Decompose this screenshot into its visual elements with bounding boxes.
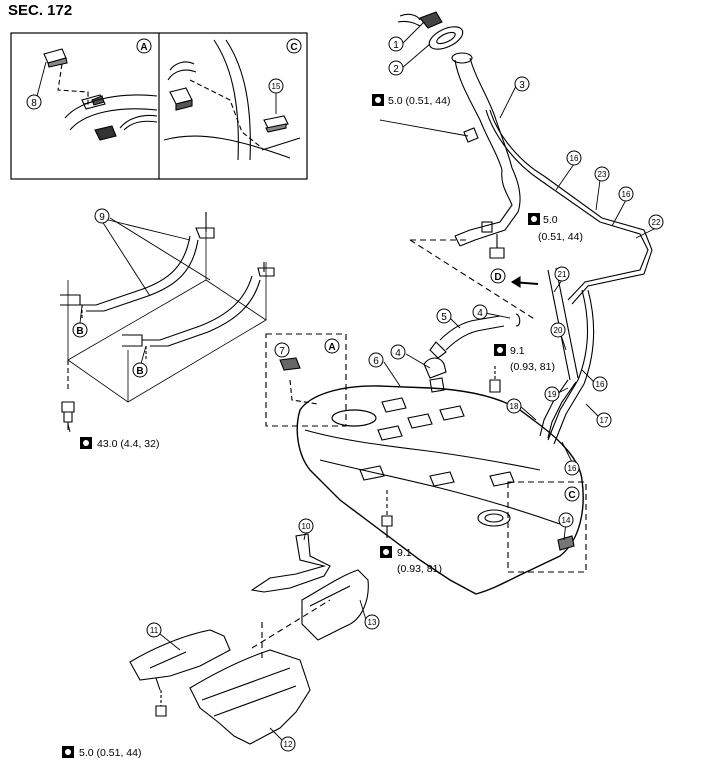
svg-text:10: 10 (302, 522, 311, 531)
detail-letter-b-1: B (72, 322, 88, 338)
svg-text:12: 12 (284, 740, 293, 749)
svg-text:16: 16 (570, 154, 579, 163)
filler-tube-assembly (397, 11, 653, 445)
svg-text:16: 16 (622, 190, 631, 199)
svg-text:16: 16 (568, 464, 577, 473)
callout-22: 22 (648, 214, 664, 230)
svg-text:20: 20 (554, 326, 563, 335)
callout-19: 19 (544, 386, 560, 402)
svg-text:8: 8 (31, 98, 37, 109)
svg-text:18: 18 (510, 402, 519, 411)
svg-text:11: 11 (150, 626, 159, 635)
svg-text:13: 13 (368, 618, 377, 627)
svg-text:(0.93, 81): (0.93, 81) (397, 563, 442, 575)
svg-text:9: 9 (99, 212, 105, 223)
callout-4a: 4 (472, 304, 488, 320)
svg-text:A: A (140, 42, 147, 53)
torque-spec-5: 9.1 (0.93, 81) (380, 546, 442, 575)
callout-16c: 16 (592, 376, 608, 392)
svg-text:21: 21 (558, 270, 567, 279)
callout-9: 9 (94, 208, 110, 224)
svg-text:9.1: 9.1 (397, 547, 412, 559)
heat-insulators (129, 533, 369, 745)
svg-text:9.1: 9.1 (510, 345, 525, 357)
svg-text:6: 6 (373, 356, 379, 367)
svg-text:B: B (76, 326, 83, 337)
torque-spec-3: 9.1 (0.93, 81) (494, 344, 555, 373)
callout-16a: 16 (566, 150, 582, 166)
callout-11: 11 (146, 622, 162, 638)
callout-18: 18 (506, 398, 522, 414)
callout-5: 5 (436, 308, 452, 324)
torque-spec-1: 5.0 (0.51, 44) (372, 94, 450, 107)
leader-lines (35, 21, 661, 741)
svg-text:22: 22 (652, 218, 661, 227)
callout-13: 13 (364, 614, 380, 630)
svg-text:5.0 (0.51, 44): 5.0 (0.51, 44) (388, 95, 450, 107)
svg-text:C: C (568, 490, 575, 501)
callout-7: 7 (274, 342, 290, 358)
callout-17: 17 (596, 412, 612, 428)
svg-text:7: 7 (279, 346, 285, 357)
svg-text:4: 4 (477, 308, 483, 319)
svg-text:16: 16 (596, 380, 605, 389)
svg-text:14: 14 (562, 516, 571, 525)
callout-14: 14 (558, 512, 574, 528)
torque-spec-6: 5.0 (0.51, 44) (62, 746, 141, 759)
callout-21: 21 (554, 266, 570, 282)
svg-text:C: C (290, 42, 297, 53)
fuel-tank (296, 313, 584, 595)
fuel-tank-straps (60, 212, 275, 430)
callout-15: 15 (268, 78, 284, 94)
callout-4b: 4 (390, 344, 406, 360)
callout-1: 1 (388, 36, 404, 52)
svg-text:43.0 (4.4, 32): 43.0 (4.4, 32) (97, 438, 159, 450)
callout-3: 3 (514, 76, 530, 92)
svg-text:(0.93, 81): (0.93, 81) (510, 361, 555, 373)
detail-letter-a-mid: A (324, 338, 340, 354)
callout-23: 23 (594, 166, 610, 182)
svg-text:5.0 (0.51, 44): 5.0 (0.51, 44) (79, 747, 141, 759)
detail-letter-b-2: B (132, 362, 148, 378)
callout-8: 8 (26, 94, 42, 110)
detail-letter-c-top: C (286, 38, 302, 54)
detail-letter-d: D (490, 268, 506, 284)
section-title: SEC. 172 (8, 2, 73, 19)
svg-text:A: A (328, 342, 335, 353)
callout-12: 12 (280, 736, 296, 752)
svg-text:4: 4 (395, 348, 401, 359)
callout-6: 6 (368, 352, 384, 368)
svg-text:1: 1 (393, 40, 399, 51)
svg-text:5.0: 5.0 (543, 214, 558, 226)
detail-markers (265, 333, 587, 573)
detail-letter-c-right: C (564, 486, 580, 502)
svg-text:17: 17 (600, 416, 609, 425)
detail-letter-a-top: A (136, 38, 152, 54)
torque-spec-4: 43.0 (4.4, 32) (80, 437, 159, 450)
callout-16b: 16 (618, 186, 634, 202)
svg-text:19: 19 (548, 390, 557, 399)
svg-text:B: B (136, 366, 143, 377)
svg-text:D: D (494, 272, 501, 283)
svg-text:2: 2 (393, 64, 399, 75)
svg-text:(0.51, 44): (0.51, 44) (538, 231, 583, 243)
torque-spec-2: 5.0 (0.51, 44) (528, 213, 583, 243)
svg-text:3: 3 (519, 80, 525, 91)
callout-16d: 16 (564, 460, 580, 476)
callout-20: 20 (550, 322, 566, 338)
svg-text:15: 15 (272, 82, 281, 91)
callout-2: 2 (388, 60, 404, 76)
callout-10: 10 (298, 518, 314, 534)
svg-text:5: 5 (441, 312, 447, 323)
detail-box-top-left (10, 32, 308, 180)
svg-text:23: 23 (598, 170, 607, 179)
